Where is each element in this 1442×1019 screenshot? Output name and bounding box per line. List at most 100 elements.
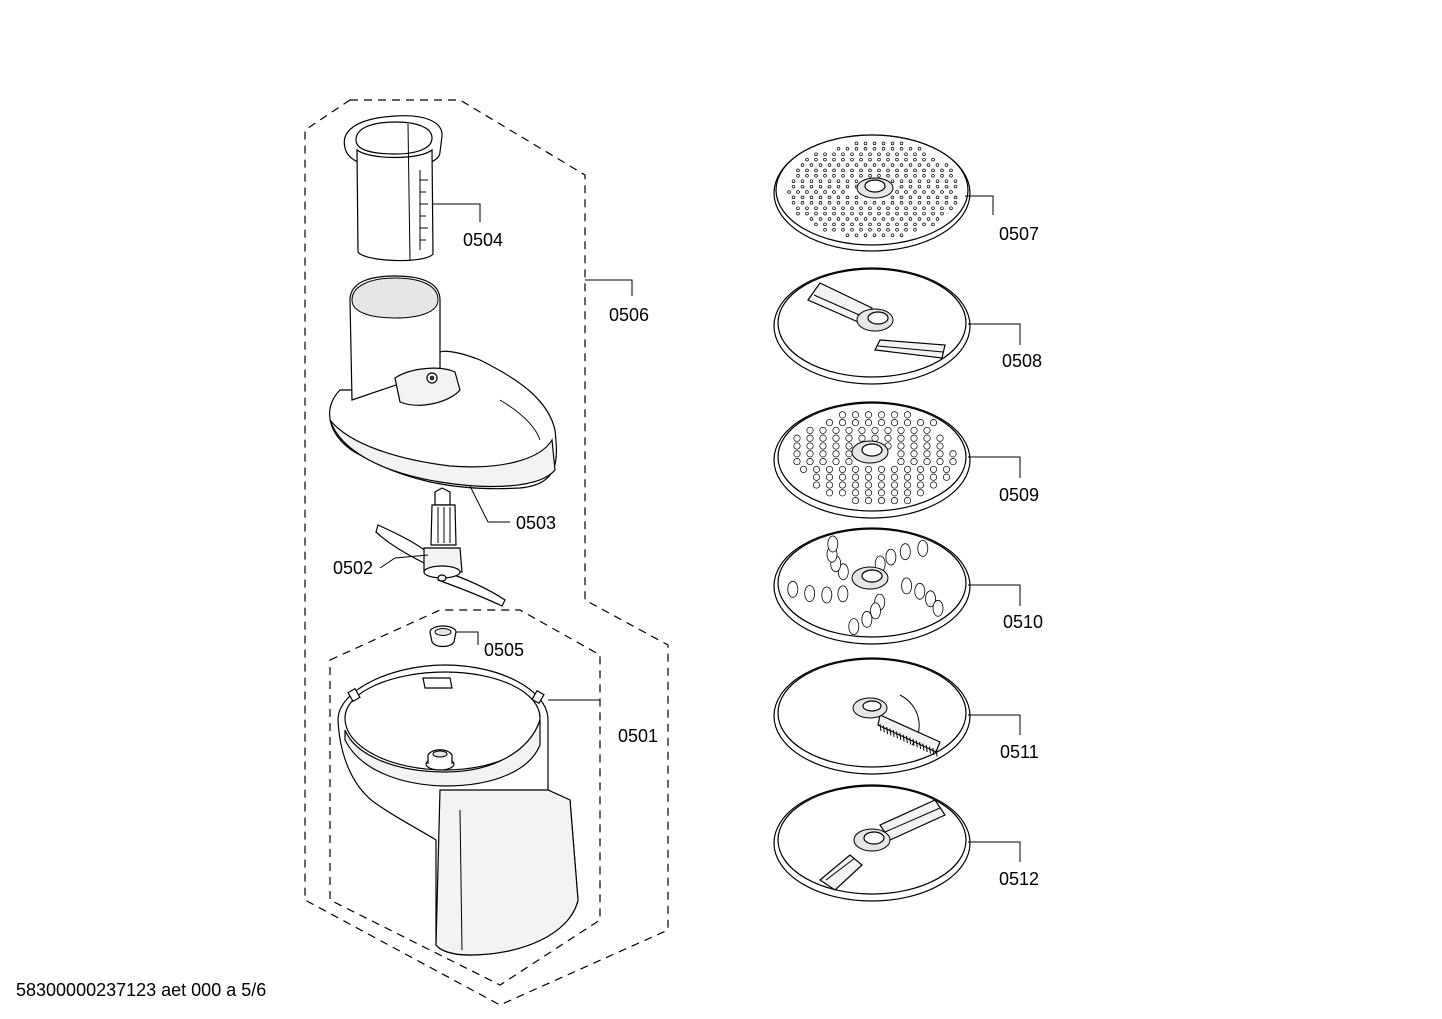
disc-hole	[832, 152, 836, 156]
disc-hole	[805, 157, 809, 162]
disc-hole	[917, 147, 922, 151]
part-label-0508: 0508	[1002, 351, 1042, 371]
disc-hole	[922, 206, 926, 210]
disc-hole	[841, 174, 845, 178]
disc-hole	[793, 458, 801, 466]
disc-hole	[936, 434, 944, 442]
disc-hole	[890, 465, 899, 473]
disc-hole	[809, 163, 814, 167]
comb-tooth	[929, 746, 931, 754]
disc-hole	[904, 174, 908, 178]
disc-hole	[890, 195, 895, 200]
disc-hole	[926, 163, 931, 167]
disc-hole	[850, 211, 854, 216]
comb-tooth	[902, 734, 905, 742]
bowl-0501-drawing	[337, 664, 600, 956]
disc-hole	[812, 465, 821, 473]
disc-hole	[859, 228, 863, 232]
disc-hole	[827, 163, 832, 167]
disc-hole	[863, 141, 868, 146]
disc-hole	[931, 168, 935, 173]
disc-hole	[868, 206, 872, 210]
disc-hole	[881, 147, 886, 151]
comb-tooth	[935, 749, 938, 757]
disc-hole	[917, 195, 922, 200]
disc-hole	[809, 195, 814, 200]
disc-hole	[903, 489, 912, 497]
disc-hole	[832, 434, 840, 442]
shred-tooth	[804, 585, 816, 602]
disc-0512-drawing	[773, 784, 1021, 902]
disc-hole	[940, 211, 944, 216]
disc-hole	[819, 450, 827, 458]
shred-tooth	[914, 582, 926, 600]
disc-hole	[827, 201, 832, 205]
disc-hole	[850, 152, 854, 156]
shred-tooth	[870, 602, 881, 620]
disc-hole	[903, 411, 912, 419]
disc-hole	[944, 184, 949, 189]
disc-hole	[818, 179, 823, 183]
disc-hole	[897, 450, 905, 458]
disc-hole	[953, 184, 958, 189]
disc-hole	[832, 442, 840, 450]
comb-tooth	[909, 737, 912, 745]
disc-hole	[913, 190, 917, 194]
disc-hole	[940, 190, 944, 194]
disc-hole	[838, 489, 847, 497]
disc-hole	[899, 201, 904, 205]
disc-hole	[823, 206, 827, 210]
assembly-0506-outline	[304, 99, 669, 1006]
comb-tooth	[882, 725, 885, 733]
disc-hole	[845, 434, 853, 442]
disc-hole	[793, 450, 801, 458]
part-label-0502: 0502	[333, 558, 373, 578]
disc-hole	[904, 152, 908, 156]
disc-hole	[944, 163, 949, 167]
disc-hole	[823, 152, 827, 156]
comb-tooth	[919, 741, 922, 750]
coupling-0505-drawing	[429, 625, 479, 648]
disc-hole	[819, 426, 827, 434]
disc-hole	[904, 168, 908, 173]
disc-hole	[818, 201, 823, 205]
disc-hole	[908, 201, 913, 205]
disc-hole	[836, 217, 841, 221]
shred-tooth	[861, 610, 873, 628]
disc-hole	[814, 211, 818, 216]
disc-hole	[899, 217, 904, 221]
disc-hole	[903, 465, 912, 473]
shred-tooth	[827, 535, 839, 553]
disc-hole	[881, 141, 886, 146]
disc-hole	[913, 174, 917, 178]
disc-hole	[858, 434, 866, 442]
disc-hole	[877, 222, 881, 227]
disc-hole	[851, 465, 860, 473]
disc-hole	[890, 201, 895, 205]
disc-hole	[895, 190, 899, 194]
disc-hole	[806, 426, 814, 434]
disc-hole	[923, 426, 931, 434]
disc-hole	[845, 195, 850, 200]
disc-hole	[890, 481, 899, 489]
disc-hole	[836, 195, 841, 200]
disc-hole	[910, 434, 918, 442]
disc-hole	[841, 206, 845, 210]
disc-hole	[895, 206, 899, 210]
disc-hole	[949, 450, 957, 458]
disc-hole	[791, 184, 796, 189]
disc-hole	[858, 426, 866, 434]
disc-hole	[864, 497, 873, 505]
disc-hole	[825, 473, 834, 481]
disc-hole	[841, 228, 845, 232]
disc-hole	[936, 458, 944, 466]
disc-hole	[916, 489, 925, 497]
disc-hole	[872, 201, 877, 205]
disc-hole	[809, 179, 814, 183]
disc-hole	[944, 201, 949, 205]
disc-hole	[890, 179, 895, 183]
disc-hole	[895, 152, 899, 156]
disc-hole	[868, 168, 872, 173]
disc-hole	[890, 411, 899, 419]
disc-hole	[877, 206, 881, 210]
